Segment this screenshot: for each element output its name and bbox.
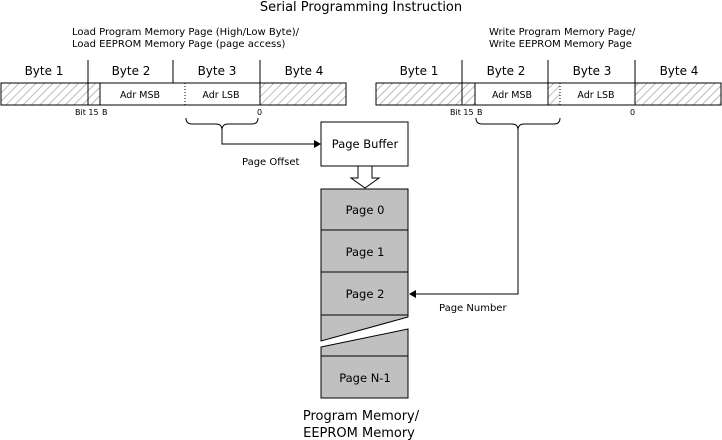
page-offset-label: Page Offset — [242, 157, 300, 168]
memory-page-n-1 — [320, 355, 409, 399]
right-byte-2-label: Byte 2 — [487, 64, 526, 78]
right-caption-line1: Write Program Memory Page/ — [489, 27, 636, 38]
right-byte1-hatched — [376, 83, 462, 105]
left-instruction: Load Program Memory Page (High/Low Byte)… — [0, 27, 347, 168]
memory-page-1-label: Page 1 — [346, 245, 385, 259]
memory-page-0 — [320, 188, 409, 231]
memory-page-n-1-label: Page N-1 — [339, 371, 391, 385]
memory-page-2 — [320, 271, 409, 316]
left-adr-lsb-field: Adr LSB — [202, 90, 239, 101]
left-byte-1-label: Byte 1 — [25, 64, 64, 78]
memory-caption-line1: Program Memory/ — [303, 409, 420, 424]
left-bit-b-label: B — [102, 108, 108, 117]
right-adr-msb-field: Adr MSB — [492, 90, 532, 101]
left-byte-2-label: Byte 2 — [112, 64, 151, 78]
left-caption-line1: Load Program Memory Page (High/Low Byte)… — [72, 27, 300, 38]
right-byte-1-label: Byte 1 — [400, 64, 439, 78]
memory-page-0-label: Page 0 — [346, 203, 385, 217]
memory-page-2-label: Page 2 — [346, 287, 385, 301]
left-byte1-hatched — [1, 83, 88, 105]
right-bit15-label: Bit 15 — [450, 108, 474, 117]
left-byte-4-label: Byte 4 — [285, 64, 324, 78]
page-buffer-label: Page Buffer — [332, 137, 399, 151]
right-byte2-hatched-lead — [462, 83, 475, 105]
page-number-label: Page Number — [439, 303, 507, 314]
right-caption-line2: Write EEPROM Memory Page — [489, 39, 632, 50]
right-byte3-hatched-lead — [548, 83, 560, 105]
left-byte-3-label: Byte 3 — [198, 64, 237, 78]
diagram-title: Serial Programming Instruction — [260, 0, 462, 15]
right-brace — [475, 117, 561, 131]
right-byte-3-label: Byte 3 — [573, 64, 612, 78]
left-caption-line2: Load EEPROM Memory Page (page access) — [72, 39, 285, 50]
right-byte-4-label: Byte 4 — [660, 64, 699, 78]
left-bit0-label: 0 — [257, 108, 262, 117]
left-bit15-label: Bit 15 — [75, 108, 99, 117]
right-adr-lsb-field: Adr LSB — [577, 90, 614, 101]
page-offset-arrowhead — [314, 140, 321, 148]
left-adr-msb-field: Adr MSB — [120, 90, 160, 101]
right-byte4-hatched — [635, 83, 721, 105]
buffer-to-memory-arrow — [349, 165, 381, 189]
right-bit0-label: 0 — [630, 108, 635, 117]
left-brace — [185, 117, 259, 131]
right-bit-b-label: B — [477, 108, 483, 117]
memory-stack: Page 0 Page 1 Page 2 Page N-1 — [320, 188, 409, 399]
right-instruction: Write Program Memory Page/ Write EEPROM … — [375, 27, 722, 314]
memory-break-upper — [320, 314, 409, 342]
memory-caption-line2: EEPROM Memory — [303, 426, 415, 440]
left-byte4-hatched — [260, 83, 346, 105]
page-number-arrowhead — [409, 290, 416, 298]
memory-page-1 — [320, 229, 409, 273]
left-byte2-hatched-lead — [88, 83, 100, 105]
